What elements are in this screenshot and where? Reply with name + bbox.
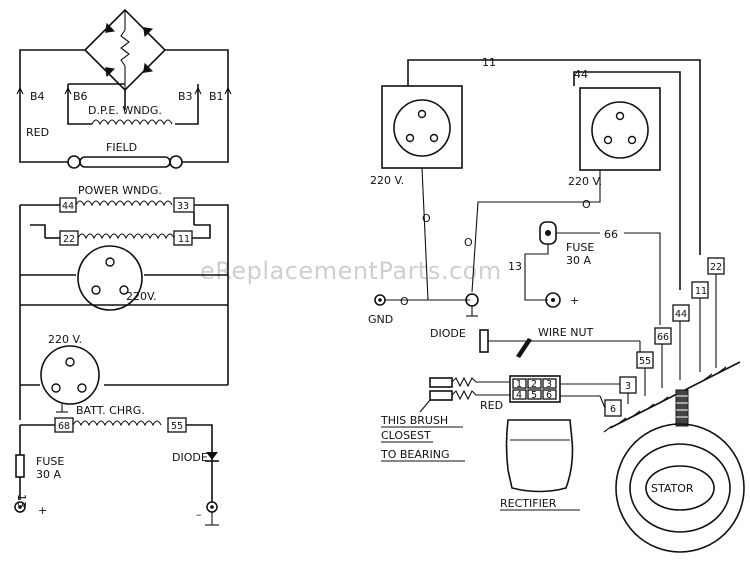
stator [615, 423, 745, 553]
svg-text:11: 11 [178, 234, 190, 245]
fuse-label-left: FUSE [36, 455, 64, 468]
gnd-label: GND [368, 313, 393, 326]
battery-terminal-positive-right [545, 292, 561, 308]
svg-text:6: 6 [546, 390, 552, 401]
wire-13-left: 13 [15, 494, 28, 508]
harness-bundle [675, 389, 689, 427]
o-mark-4: O [400, 295, 409, 308]
batt-chrg-label: BATT. CHRG. [76, 404, 145, 417]
svg-text:44: 44 [675, 309, 687, 320]
wire-nut-label: WIRE NUT [538, 326, 593, 339]
svg-text:68: 68 [58, 421, 70, 432]
minus-label-left: – [196, 508, 202, 521]
wire-66-right: 66 [604, 228, 618, 241]
wire-44-top: 44 [574, 68, 588, 81]
brush-1 [429, 377, 453, 388]
svg-text:4: 4 [516, 390, 522, 401]
fuse-left [15, 454, 25, 478]
outlet-220v-label-a: 220V. [126, 290, 157, 303]
diode-label-right: DIODE [430, 327, 466, 340]
svg-text:33: 33 [177, 201, 189, 212]
b1-label: B1 [209, 90, 224, 103]
wire-tag-44-right [672, 304, 690, 322]
svg-text:22: 22 [710, 262, 722, 273]
o-mark-1: O [422, 212, 431, 225]
b3-label: B3 [178, 90, 193, 103]
wire-tag-6-right [604, 399, 622, 417]
field-label: FIELD [106, 141, 137, 154]
wire-nut [516, 338, 532, 358]
fuse-rating-right: 30 A [566, 254, 591, 267]
brush-2 [429, 390, 453, 401]
svg-text:11: 11 [695, 286, 707, 297]
b6-label: B6 [73, 90, 88, 103]
plus-label-right: + [570, 294, 579, 307]
left-schematic: B4 B6 B3 B1 D.P.E. WNDG. RED FIELD POWER… [14, 8, 232, 526]
diode-left [206, 452, 218, 460]
diode-label-left: DIODE [172, 451, 208, 464]
brush-note-line-1: THIS BRUSH [380, 414, 448, 427]
o-mark-2: O [582, 198, 591, 211]
svg-text:55: 55 [639, 356, 651, 367]
outlet-220v-right-b [579, 87, 661, 171]
diode-right [479, 329, 489, 353]
svg-text:66: 66 [657, 332, 669, 343]
outlet-220v-left-lower [40, 345, 100, 405]
svg-text:2: 2 [531, 379, 537, 390]
bridge-rectifier [83, 8, 167, 92]
outlet-220v-right-a-label: 220 V. [370, 174, 404, 187]
plus-label-left: + [38, 504, 47, 517]
power-winding-label: POWER WNDG. [78, 184, 162, 197]
red-label-left: RED [26, 126, 49, 139]
brush-note-line-2: CLOSEST [381, 429, 431, 442]
fuse-rating-left: 30 A [36, 468, 61, 481]
terminal-block [509, 375, 561, 403]
outlet-220v-left-upper [77, 245, 143, 311]
red-label-right: RED [480, 399, 503, 412]
wire-11-top: 11 [482, 56, 496, 69]
o-mark-3: O [464, 236, 473, 249]
brush-note-line-3: TO BEARING [380, 448, 450, 461]
wire-tag-66-right [654, 327, 672, 345]
battery-terminal-positive-left [14, 501, 26, 513]
rectifier-label: RECTIFIER [500, 497, 557, 510]
stator-label: STATOR [651, 482, 694, 495]
rectifier [505, 419, 574, 493]
watermark: eReplacementParts.com [200, 257, 502, 285]
b4-label: B4 [30, 90, 45, 103]
right-pictorial: 11 44 220 V. 220 V. O O O O GND [368, 56, 745, 553]
svg-text:1: 1 [516, 379, 522, 390]
svg-text:5: 5 [531, 390, 537, 401]
outlet-220v-label-b: 220 V. [48, 333, 82, 346]
svg-text:3: 3 [625, 381, 631, 392]
svg-text:3: 3 [546, 379, 552, 390]
svg-text:55: 55 [171, 421, 183, 432]
wire-13-right: 13 [508, 260, 522, 273]
svg-text:22: 22 [63, 234, 75, 245]
svg-text:6: 6 [610, 404, 616, 415]
outlet-220v-right-b-label: 220 V. [568, 175, 602, 188]
dpe-winding-label: D.P.E. WNDG. [88, 104, 162, 117]
fuse-label-right: FUSE [566, 241, 594, 254]
svg-text:44: 44 [62, 201, 74, 212]
